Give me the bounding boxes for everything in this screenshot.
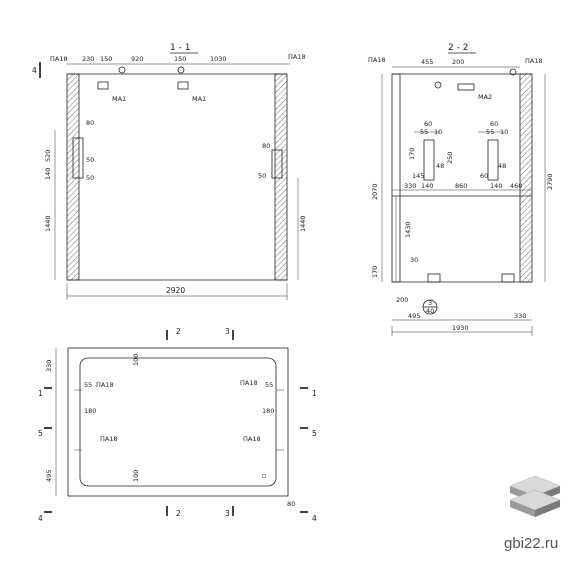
s2-detail-dim-1: 55 bbox=[420, 128, 428, 136]
s2-bottom-dim-2: 495 bbox=[408, 312, 420, 320]
s2-top-dim-1: 200 bbox=[452, 58, 464, 66]
s1-inner-dim-0: 80 bbox=[86, 119, 94, 127]
plan-cut-label-2: 1 bbox=[38, 389, 43, 398]
s2-left-dim-2: 170 bbox=[371, 266, 379, 278]
plan-cut-label-9: 3 bbox=[225, 509, 230, 518]
plan-inner-dim-1: 180 bbox=[84, 407, 96, 415]
s2-callout-bottom: 40 bbox=[426, 307, 434, 315]
plan-cut-label-3: 1 bbox=[312, 389, 317, 398]
s1-inner-dim-3: 80 bbox=[262, 142, 270, 150]
section-1-1: 1 - 1 4 230 150 920 150 1030 ПА18 ПА18 М… bbox=[32, 43, 307, 300]
s2-detail-dim-10: 48 bbox=[498, 162, 506, 170]
s2-detail-dim-5: 10 bbox=[500, 128, 508, 136]
plan-cut-label-7: 4 bbox=[312, 514, 317, 523]
s2-detail-dim-3: 60 bbox=[490, 120, 498, 128]
s2-bottom-dim-1: 30 bbox=[410, 256, 418, 264]
plan-cut-label-6: 4 bbox=[38, 514, 43, 523]
s2-left-dim-0: 2070 bbox=[371, 183, 379, 200]
s2-mark-1: ПА18 bbox=[525, 57, 543, 65]
s2-right-dim: 2790 bbox=[546, 173, 554, 190]
s2-detail-dim-6: 170 bbox=[408, 148, 416, 160]
s1-inner-dim-4: 50 bbox=[258, 172, 266, 180]
s1-inner-dim-1: 50 bbox=[86, 156, 94, 164]
plan-inner-dim-4: 100 bbox=[132, 354, 140, 366]
s1-left-dim-1: 140 bbox=[44, 168, 52, 180]
s2-top-dim-0: 455 bbox=[421, 58, 433, 66]
s2-mid-dim-2: 860 bbox=[455, 182, 467, 190]
section-2-2: 2 - 2 ПА18 ПА18 455 200 МА2 60 55 10 60 … bbox=[368, 43, 554, 336]
s1-mark-2: МА1 bbox=[112, 95, 126, 103]
s1-inner-dim-2: 50 bbox=[86, 174, 94, 182]
section-1-title: 1 - 1 bbox=[170, 43, 190, 53]
plan-cut-label-8: 2 bbox=[176, 509, 181, 518]
plan-mark-1: ПА18 bbox=[240, 379, 258, 387]
s1-top-dim-2: 920 bbox=[131, 55, 143, 63]
s2-mid-dim-1: 140 bbox=[421, 182, 433, 190]
s1-top-dim-4: 1030 bbox=[210, 55, 227, 63]
s1-left-dim-0: 520 bbox=[44, 150, 52, 162]
s2-detail-dim-0: 60 bbox=[424, 120, 432, 128]
s1-top-dim-0: 230 bbox=[82, 55, 94, 63]
plan-mark-0: ПА18 bbox=[96, 381, 114, 389]
s1-left-dim-2: 1440 bbox=[44, 215, 52, 232]
plan-left-dim-0: 330 bbox=[45, 360, 53, 372]
s2-detail-dim-4: 55 bbox=[486, 128, 494, 136]
plan-inner-dim-5: 100 bbox=[132, 470, 140, 482]
section-2-title: 2 - 2 bbox=[448, 43, 468, 53]
s1-top-dim-3: 150 bbox=[174, 55, 186, 63]
plan-view: 2 3 1 1 5 5 4 4 2 3 330 495 55 180 55 18… bbox=[38, 327, 317, 523]
s1-right-dim-0: 1440 bbox=[299, 215, 307, 232]
s2-detail-dim-11: 60 bbox=[480, 172, 488, 180]
s2-bottom-dim-3: 330 bbox=[514, 312, 526, 320]
s2-callout-top: 3 bbox=[428, 299, 432, 307]
plan-inner-dim-3: 180 bbox=[262, 407, 274, 415]
plan-cut-label-0: 2 bbox=[176, 327, 181, 336]
s2-mark-0: ПА18 bbox=[368, 56, 386, 64]
plan-left-dim-1: 495 bbox=[45, 470, 53, 482]
plan-inner-dim-2: 55 bbox=[265, 381, 273, 389]
s2-detail-dim-9: 145 bbox=[412, 172, 424, 180]
plan-inner-dim-0: 55 bbox=[84, 381, 92, 389]
s2-bottom-dim-0: 200 bbox=[396, 296, 408, 304]
plan-mark-2: ПА18 bbox=[100, 435, 118, 443]
s2-left-dim-1: 1430 bbox=[404, 221, 412, 238]
plan-cut-label-1: 3 bbox=[225, 327, 230, 336]
plan-cut-label-5: 5 bbox=[312, 429, 317, 438]
s2-mid-dim-0: 330 bbox=[404, 182, 416, 190]
s2-mark-2: МА2 bbox=[478, 93, 492, 101]
s2-detail-dim-7: 250 bbox=[446, 152, 454, 164]
s1-mark-0: ПА18 bbox=[50, 55, 68, 63]
brand-site[interactable]: gbi22.ru bbox=[504, 535, 558, 552]
stacked-slabs-icon bbox=[509, 475, 561, 517]
plan-corner-dim: 80 bbox=[287, 500, 295, 508]
s1-top-dim-1: 150 bbox=[100, 55, 112, 63]
plan-cut-label-4: 5 bbox=[38, 429, 43, 438]
s2-detail-dim-8: 48 bbox=[436, 162, 444, 170]
s1-bottom-dim: 2920 bbox=[166, 286, 185, 295]
s2-mid-dim-4: 460 bbox=[510, 182, 522, 190]
s1-mark-1: ПА18 bbox=[288, 53, 306, 61]
s2-mid-dim-3: 140 bbox=[490, 182, 502, 190]
section-1-cut-letter: 4 bbox=[32, 66, 37, 75]
s2-bottom-dim-4: 1930 bbox=[452, 324, 469, 332]
s2-detail-dim-2: 10 bbox=[434, 128, 442, 136]
s1-mark-3: МА1 bbox=[192, 95, 206, 103]
plan-mark-3: ПА18 bbox=[243, 435, 261, 443]
